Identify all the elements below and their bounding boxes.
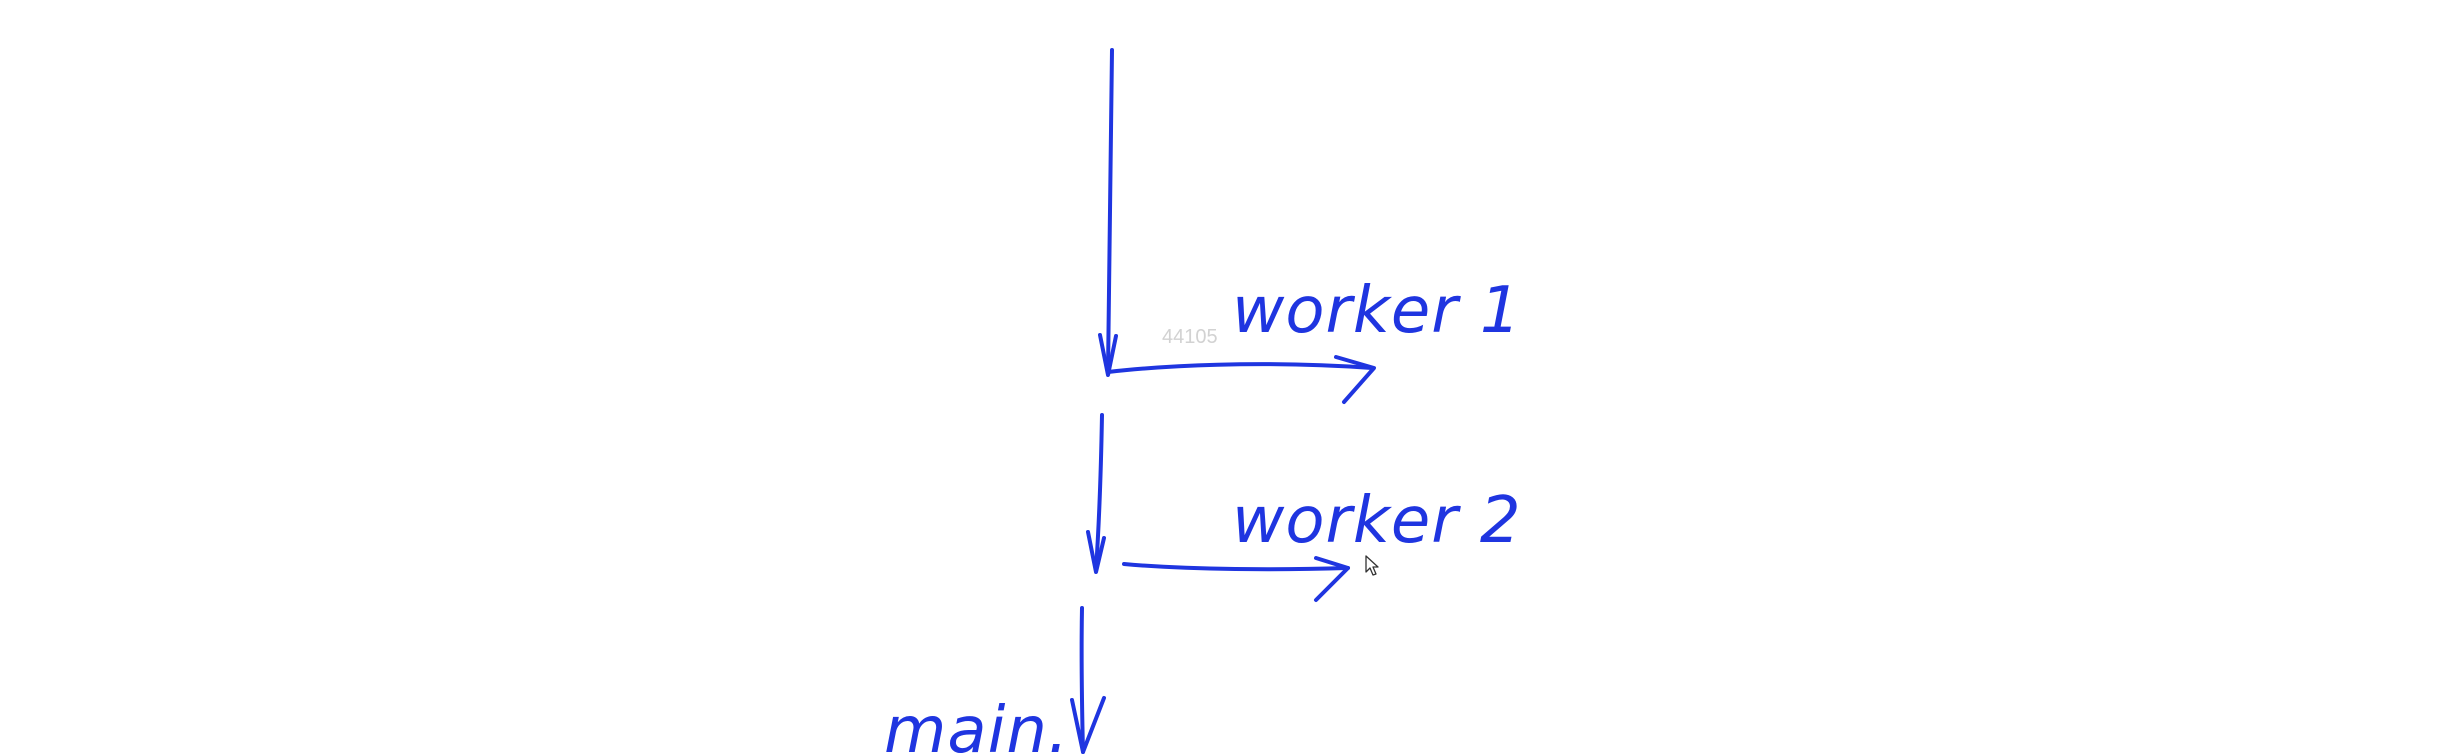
main-thread-segment-2 bbox=[1086, 413, 1106, 574]
mouse-pointer-icon bbox=[1365, 555, 1379, 576]
fork-arrow-worker2 bbox=[1122, 556, 1350, 602]
label-main: main. bbox=[884, 694, 1069, 756]
fork-arrow-worker1 bbox=[1106, 355, 1376, 404]
main-thread-segment-3 bbox=[1070, 606, 1106, 754]
watermark-number: 44105 bbox=[1162, 326, 1218, 348]
main-thread-segment-1 bbox=[1098, 48, 1118, 377]
label-worker2: worker 2 bbox=[1232, 484, 1522, 558]
label-worker1: worker 1 bbox=[1232, 274, 1522, 348]
